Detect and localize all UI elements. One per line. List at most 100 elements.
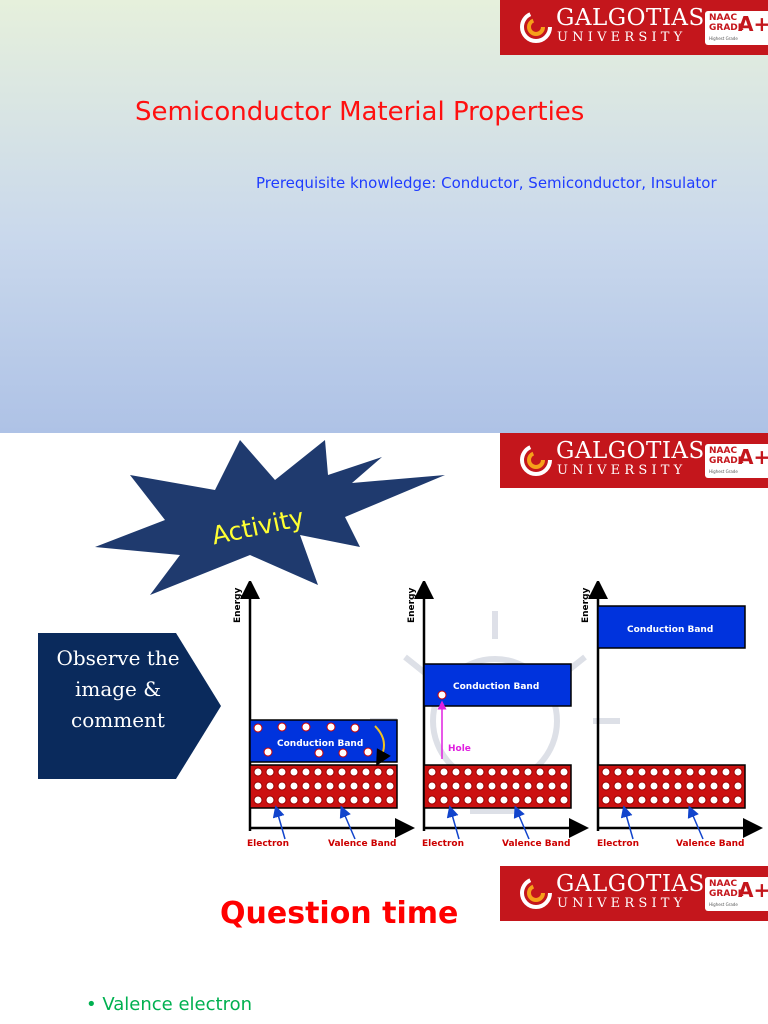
naac-line1: NAAC xyxy=(709,446,738,456)
conduction-band-label: Conduction Band xyxy=(627,625,713,635)
conduction-band-label: Conduction Band xyxy=(453,682,539,692)
valence-electron xyxy=(277,781,287,791)
naac-badge: NAAC GRADE A+ Highest Grade xyxy=(705,877,768,911)
valence-electron xyxy=(637,781,647,791)
valence-electron xyxy=(289,781,299,791)
valence-electron xyxy=(625,767,635,777)
valence-electron xyxy=(559,767,569,777)
naac-note: Highest Grade xyxy=(709,902,738,907)
electron-pointer xyxy=(272,805,286,840)
energy-axis-label: Energy xyxy=(581,587,591,623)
valence-electron xyxy=(487,781,497,791)
logo-sub: UNIVERSITY xyxy=(557,896,687,911)
valence-pointer xyxy=(687,805,704,840)
electron-label: Electron xyxy=(597,839,639,849)
naac-grade: A+ xyxy=(738,878,768,902)
valence-electron xyxy=(649,767,659,777)
valence-electron xyxy=(649,781,659,791)
naac-grade: A+ xyxy=(738,445,768,469)
energy-axis-label: Energy xyxy=(233,587,243,623)
vb-electrons xyxy=(253,767,395,805)
valence-electron xyxy=(487,767,497,777)
electron-pointer xyxy=(446,805,460,840)
logo-swirl-icon xyxy=(520,11,552,43)
logo-sub: UNIVERSITY xyxy=(557,30,687,45)
naac-grade: A+ xyxy=(738,12,768,36)
valence-electron xyxy=(559,795,569,805)
slide-2: GALGOTIAS UNIVERSITY NAAC GRADE A+ Highe… xyxy=(0,433,768,866)
valence-electron xyxy=(439,795,449,805)
naac-note: Highest Grade xyxy=(709,469,738,474)
valence-electron xyxy=(685,767,695,777)
valence-electron xyxy=(661,781,671,791)
valence-electron xyxy=(427,767,437,777)
logo-sub: UNIVERSITY xyxy=(557,463,687,478)
valence-electron xyxy=(475,781,485,791)
valence-electron xyxy=(325,767,335,777)
valence-electron xyxy=(733,781,743,791)
valence-electron xyxy=(709,767,719,777)
valence-electron xyxy=(637,795,647,805)
logo-brand: GALGOTIAS xyxy=(556,438,705,464)
observe-text: Observe the image & comment xyxy=(56,646,180,732)
valence-electron xyxy=(313,781,323,791)
valence-electron xyxy=(721,767,731,777)
valence-pointer xyxy=(513,805,530,840)
university-logo: GALGOTIAS UNIVERSITY NAAC GRADE A+ Highe… xyxy=(500,0,768,55)
valence-electron xyxy=(523,767,533,777)
logo-brand: GALGOTIAS xyxy=(556,5,705,31)
vb-electrons xyxy=(601,767,743,805)
valence-electron xyxy=(613,781,623,791)
valence-electron xyxy=(475,795,485,805)
valence-electron xyxy=(535,781,545,791)
valence-electron xyxy=(601,795,611,805)
valence-band xyxy=(423,764,572,809)
university-logo: GALGOTIAS UNIVERSITY NAAC GRADE A+ Highe… xyxy=(500,433,768,488)
valence-electron xyxy=(499,781,509,791)
valence-electron xyxy=(697,781,707,791)
panel-conductor: Energy Conduction Band Electron Valence … xyxy=(233,581,415,849)
electron-pointer xyxy=(620,805,634,840)
valence-electron xyxy=(535,767,545,777)
valence-electron xyxy=(697,767,707,777)
valence-electron xyxy=(673,781,683,791)
valence-electron xyxy=(685,795,695,805)
valence-electron xyxy=(451,767,461,777)
valence-electron xyxy=(439,767,449,777)
valence-electron xyxy=(361,781,371,791)
valence-electron xyxy=(277,795,287,805)
valence-electron xyxy=(487,795,497,805)
panel-insulator: Energy Conduction Band Electron Valence … xyxy=(581,581,763,849)
valence-electron xyxy=(325,781,335,791)
excited-electron xyxy=(437,690,447,700)
valence-electron xyxy=(373,795,383,805)
valence-electron xyxy=(463,795,473,805)
naac-badge: NAAC GRADE A+ Highest Grade xyxy=(705,444,768,478)
valence-electron xyxy=(685,781,695,791)
valence-electron xyxy=(301,767,311,777)
valence-electron xyxy=(385,781,395,791)
valence-electron xyxy=(313,795,323,805)
valence-electron xyxy=(499,795,509,805)
naac-line1: NAAC xyxy=(709,13,738,23)
conduction-band-label: Conduction Band xyxy=(277,739,363,749)
question-title: Question time xyxy=(220,896,459,931)
valence-electron xyxy=(313,767,323,777)
valence-band xyxy=(597,764,746,809)
prerequisite-text: Prerequisite knowledge: Conductor, Semic… xyxy=(256,174,717,192)
valence-electron xyxy=(439,781,449,791)
observe-callout: Observe the image & comment xyxy=(38,633,221,779)
valence-electron xyxy=(721,781,731,791)
valence-electron xyxy=(253,767,263,777)
naac-line2: GRADE xyxy=(709,889,744,899)
valence-electron xyxy=(547,795,557,805)
valence-band-label: Valence Band xyxy=(502,839,571,849)
valence-electron xyxy=(451,781,461,791)
slide-3: GALGOTIAS UNIVERSITY NAAC GRADE A+ Highe… xyxy=(0,866,768,1024)
valence-electron xyxy=(385,767,395,777)
valence-band-label: Valence Band xyxy=(328,839,397,849)
valence-electron xyxy=(463,781,473,791)
energy-axis-label: Energy xyxy=(407,587,417,623)
slide-1: GALGOTIAS UNIVERSITY NAAC GRADE A+ Highe… xyxy=(0,0,768,433)
valence-electron xyxy=(265,767,275,777)
